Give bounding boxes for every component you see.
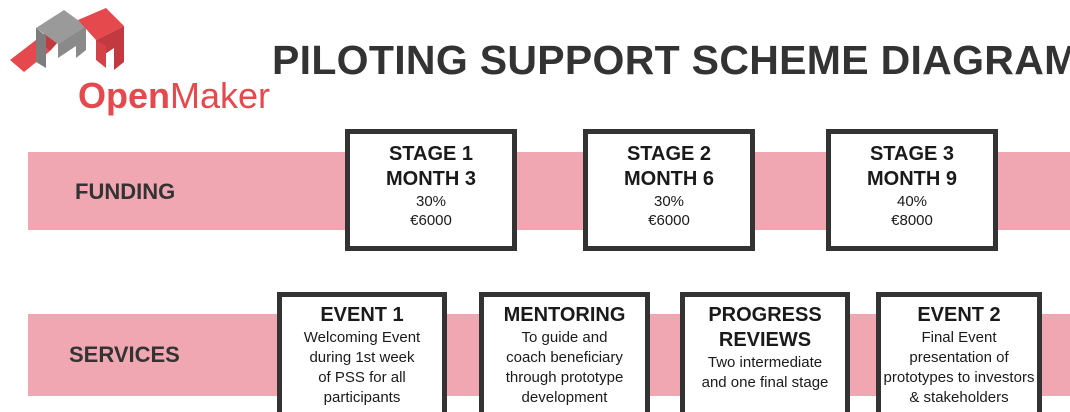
service-line: coach beneficiary bbox=[506, 349, 623, 366]
service-title: PROGRESS bbox=[708, 304, 822, 326]
stage-month: MONTH 6 bbox=[624, 168, 714, 190]
stage-title: STAGE 1 bbox=[388, 143, 474, 165]
openmaker-logo: OpenMaker bbox=[0, 0, 280, 120]
service-line: presentation of bbox=[909, 349, 1009, 366]
stage-month: MONTH 3 bbox=[386, 168, 476, 190]
service-line: Final Event bbox=[921, 329, 997, 346]
stage-title: STAGE 2 bbox=[626, 143, 712, 165]
stage-month: MONTH 9 bbox=[867, 168, 957, 190]
service-event-1: EVENT 1 Welcoming Event during 1st week … bbox=[277, 292, 447, 412]
service-title: EVENT 1 bbox=[320, 304, 404, 326]
service-line: and one final stage bbox=[701, 374, 829, 391]
service-title: EVENT 2 bbox=[917, 304, 1001, 326]
services-label: SERVICES bbox=[69, 342, 180, 367]
stage-amount: €6000 bbox=[648, 212, 690, 229]
logo-word-open: Open bbox=[78, 75, 171, 116]
service-progress-reviews: PROGRESS REVIEWS Two intermediate and on… bbox=[680, 292, 850, 412]
service-line: of PSS for all bbox=[318, 369, 406, 386]
service-line: development bbox=[521, 389, 608, 406]
funding-stage-3: STAGE 3 MONTH 9 40% €8000 bbox=[826, 129, 998, 251]
logo-word-maker: Maker bbox=[170, 75, 271, 116]
service-line: & stakeholders bbox=[909, 389, 1009, 406]
service-title: REVIEWS bbox=[718, 329, 812, 351]
openmaker-wordmark: OpenMaker bbox=[78, 76, 270, 116]
service-line: Two intermediate bbox=[707, 354, 823, 371]
service-line: participants bbox=[323, 389, 401, 406]
stage-percent: 40% bbox=[896, 193, 928, 210]
openmaker-logo-icon bbox=[10, 8, 124, 72]
service-title: MENTORING bbox=[503, 304, 626, 326]
funding-label: FUNDING bbox=[75, 179, 176, 204]
stage-percent: 30% bbox=[653, 193, 685, 210]
service-line: prototypes to investors bbox=[883, 369, 1035, 386]
stage-percent: 30% bbox=[415, 193, 447, 210]
funding-stage-1: STAGE 1 MONTH 3 30% €6000 bbox=[345, 129, 517, 251]
stage-amount: €8000 bbox=[891, 212, 933, 229]
stage-title: STAGE 3 bbox=[869, 143, 955, 165]
service-line: during 1st week bbox=[309, 349, 415, 366]
stage-amount: €6000 bbox=[410, 212, 452, 229]
service-line: To guide and bbox=[521, 329, 608, 346]
service-line: through prototype bbox=[505, 369, 624, 386]
diagram-title: PILOTING SUPPORT SCHEME DIAGRAM bbox=[272, 37, 1070, 83]
service-event-2: EVENT 2 Final Event presentation of prot… bbox=[876, 292, 1042, 412]
service-mentoring: MENTORING To guide and coach beneficiary… bbox=[479, 292, 650, 412]
service-line: Welcoming Event bbox=[303, 329, 421, 346]
funding-stage-2: STAGE 2 MONTH 6 30% €6000 bbox=[583, 129, 755, 251]
